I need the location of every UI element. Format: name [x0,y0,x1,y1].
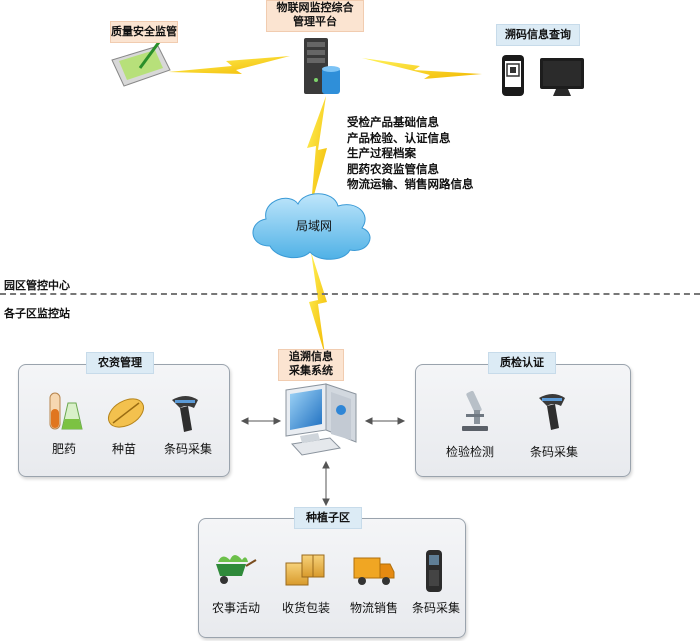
handheld-scanner-icon [426,550,442,592]
planting-item-logistics: 物流销售 [349,601,398,615]
zone-center-label: 园区管控中心 [4,279,70,292]
connector-bolt-upper [307,96,327,206]
quality-item-inspection: 检验检测 [445,445,494,459]
cloud-label: 局域网 [295,219,332,233]
monitor-icon [540,58,584,96]
agri-item-fertilizer: 肥药 [51,442,76,456]
truck-icon [353,557,395,585]
cloud-shape [252,193,371,260]
platform-label-line1: 物联网监控综合 [276,1,354,14]
agri-item-barcode: 条码采集 [163,442,212,456]
arrow-agri-to-collector [240,417,282,425]
quality-supervision-label: 质量安全监管 [110,21,178,43]
agri-item-seedling: 种苗 [111,442,136,456]
connector-bolt-left [168,56,290,74]
seed-icon [107,398,145,428]
quality-panel [415,364,631,477]
phone-icon [502,55,524,96]
info-item: 物流运输、销售网路信息 [347,177,474,191]
quality-panel-title: 质检认证 [488,352,556,374]
connector-bolt-lower [309,252,327,355]
tablet-icon [111,37,171,87]
microscope-icon [462,390,488,431]
server-icon [304,38,340,94]
platform-label: 物联网监控综合 管理平台 [266,0,364,32]
planting-item-farming: 农事活动 [211,601,260,615]
info-item: 生产过程档案 [347,146,416,160]
planting-panel [198,518,466,638]
computer-icon [285,383,357,456]
collector-label-line2: 采集系统 [289,364,333,377]
package-icon [285,554,325,586]
fertilizer-icon [49,392,83,430]
wheelbarrow-icon [216,555,257,584]
planting-item-packaging: 收货包装 [281,601,330,615]
info-list: 受检产品基础信息 产品检验、认证信息 生产过程档案 肥药农资监管信息 物流运输、… [347,115,474,193]
trace-query-label: 溯码信息查询 [496,24,580,46]
zone-divider [0,293,700,295]
info-item: 肥药农资监管信息 [347,161,439,176]
arrow-collector-to-quality [364,417,406,425]
barcode-scanner-icon [539,394,565,430]
info-item: 产品检验、认证信息 [347,130,451,145]
zone-stations-label: 各子区监控站 [4,307,70,320]
barcode-scanner-icon [172,396,198,432]
planting-item-barcode: 条码采集 [411,601,460,615]
quality-item-barcode: 条码采集 [529,445,578,459]
arrow-collector-to-planting [322,460,330,507]
collector-label: 追溯信息 采集系统 [278,349,344,381]
connector-bolt-right [362,58,482,79]
platform-label-line2: 管理平台 [293,15,337,28]
planting-panel-title: 种植子区 [294,507,362,529]
agri-panel-title: 农资管理 [86,352,154,374]
collector-label-line1: 追溯信息 [289,350,333,363]
info-item: 受检产品基础信息 [347,115,439,129]
